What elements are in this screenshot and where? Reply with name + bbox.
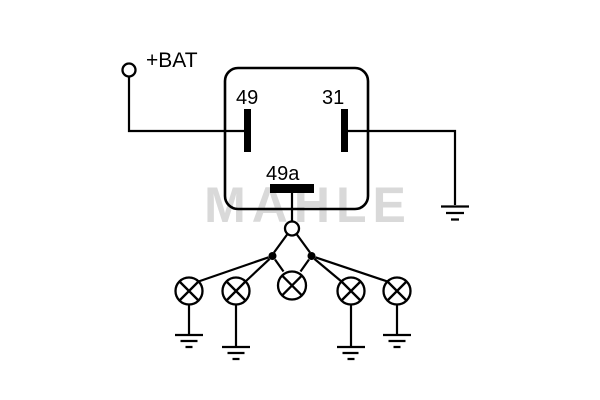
ground-icon [383,333,411,349]
terminal-49-contact-bar [244,109,251,152]
wire-battery-to-terminal-49 [127,76,244,133]
terminal-31-label: 31 [322,87,344,109]
switch-common-node-icon [283,220,301,237]
ground-icon [337,345,365,361]
terminal-49-label: 49 [236,87,258,109]
wire-left-branch-to-inner-lamp [244,258,271,283]
junction-dot-left [268,252,277,260]
indicator-lamp-cross-icon [225,280,247,302]
ground-icon [222,345,250,361]
wire-switch-to-branches [273,233,311,254]
ground-icon [175,333,203,349]
wire-terminal-31-to-ground [348,129,457,205]
relay-box [223,66,370,211]
battery-label: +BAT [146,49,198,72]
wire-left-branch-to-outer-lamp [198,256,269,283]
terminal-31-contact-bar [341,109,348,152]
wire-right-branch-to-inner-lamp [313,258,343,283]
wire-branches-to-pilot-lamp [274,258,310,273]
wire-right-branch-to-outer-lamp [315,256,388,283]
indicator-lamp-cross-icon [386,280,408,302]
indicator-lamp-cross-icon [340,280,362,302]
terminal-49a-contact-bar [270,184,314,193]
junction-dot-right [307,252,316,260]
pilot-lamp-icon [276,270,308,301]
battery-terminal-icon [121,62,137,78]
indicator-lamp-cross-icon [178,280,200,302]
terminal-49a-label: 49a [266,163,300,185]
pilot-lamp-cross-icon [281,274,303,297]
ground-icon [441,205,469,221]
